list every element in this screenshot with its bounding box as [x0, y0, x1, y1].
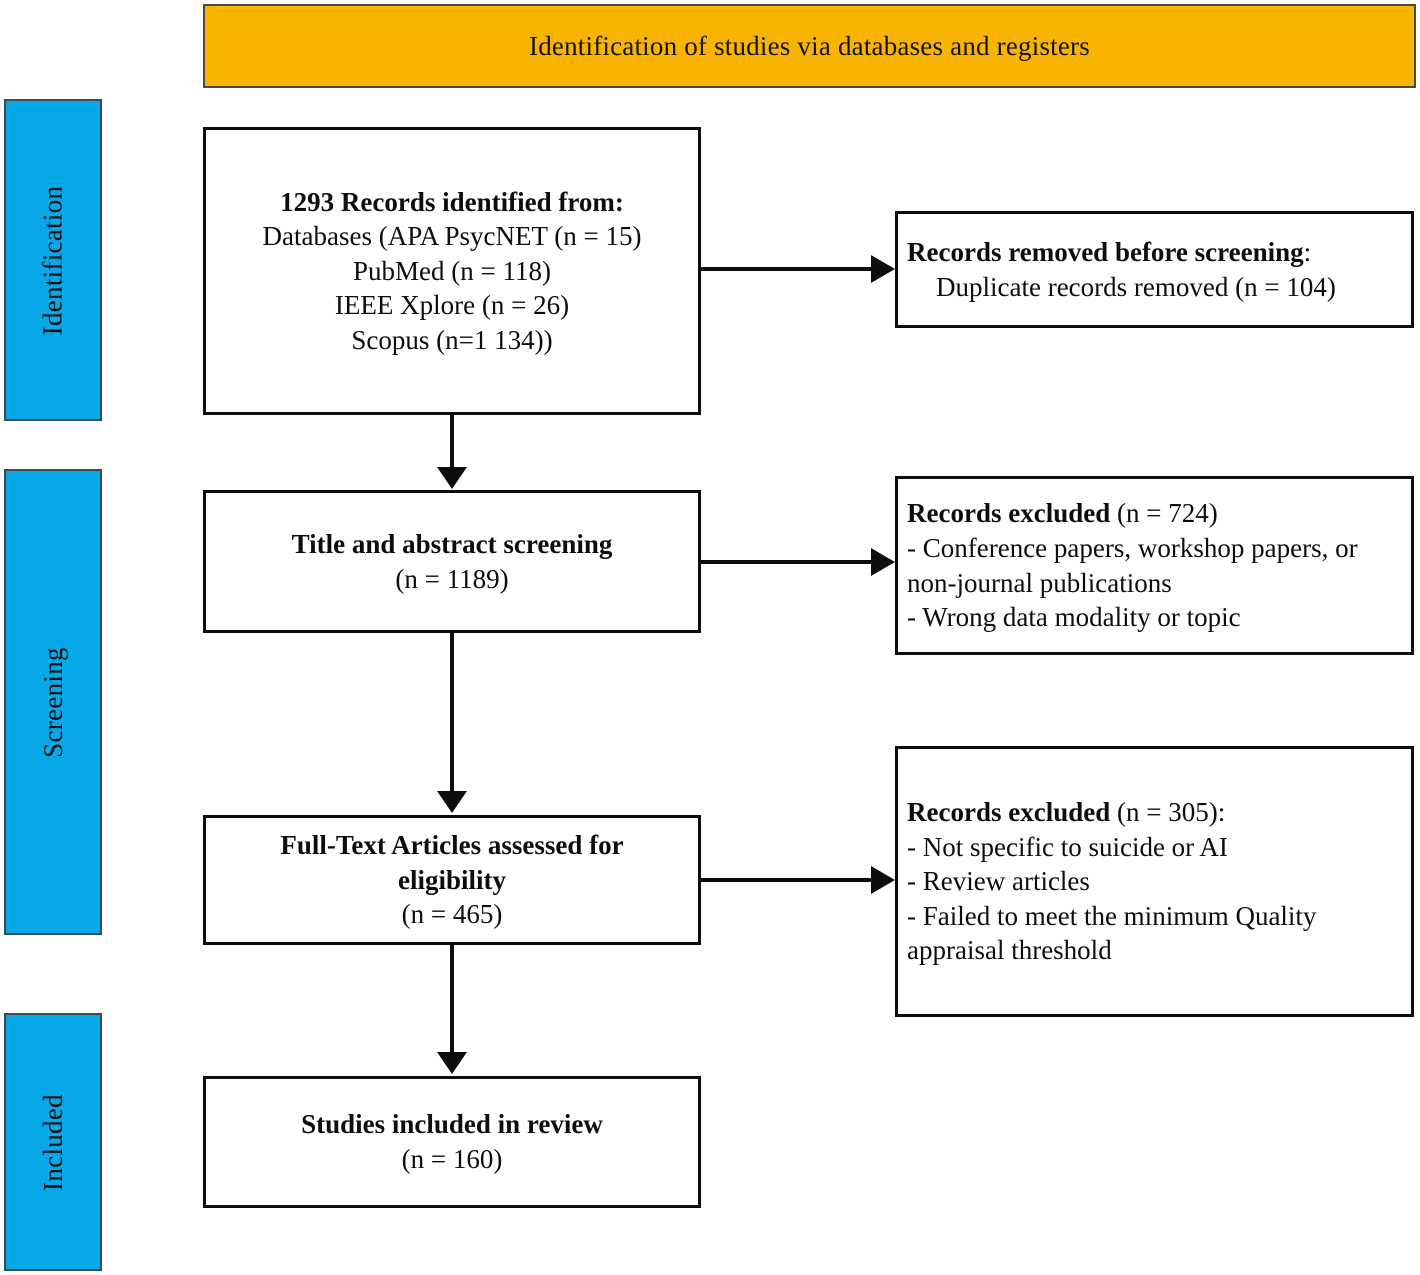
box-title-abstract-screening: Title and abstract screening (n = 1189) — [203, 490, 701, 633]
fulltext-eligibility-count: (n = 465) — [401, 899, 503, 930]
diagram-title-banner: Identification of studies via databases … — [203, 4, 1416, 88]
records-identified-source-1: Databases (APA PsycNET (n = 15) — [262, 221, 642, 252]
phase-bar-included: Included — [4, 1013, 102, 1271]
phase-label-identification: Identification — [37, 185, 68, 335]
phase-label-screening: Screening — [37, 646, 68, 758]
arrow-screening-to-fulltext-head-icon — [437, 791, 467, 813]
box-records-removed-before-screening: Records removed before screening: Duplic… — [895, 211, 1414, 328]
arrow-identified-to-removed-head-icon — [871, 255, 895, 283]
studies-included-heading: Studies included in review — [301, 1109, 603, 1140]
records-excluded-screening-heading: Records excluded — [907, 498, 1111, 529]
box-records-identified: 1293 Records identified from: Databases … — [203, 127, 701, 415]
phase-bar-screening: Screening — [4, 469, 102, 935]
box-records-excluded-eligibility: Records excluded (n = 305): - Not specif… — [895, 746, 1414, 1017]
records-excluded-eligibility-count: (n = 305): — [1110, 797, 1226, 828]
arrow-fulltext-to-included-stem — [450, 945, 454, 1054]
arrow-fulltext-to-excluded-stem — [701, 878, 873, 882]
records-identified-source-3: IEEE Xplore (n = 26) — [334, 290, 570, 321]
records-excluded-screening-heading-row: Records excluded (n = 724) — [898, 496, 1224, 531]
records-excluded-eligibility-heading: Records excluded — [907, 797, 1111, 828]
phase-bar-identification: Identification — [4, 99, 102, 421]
title-abstract-screening-heading: Title and abstract screening — [291, 528, 613, 559]
diagram-title: Identification of studies via databases … — [529, 30, 1090, 61]
arrow-fulltext-to-included-head-icon — [437, 1052, 467, 1074]
phase-label-included: Included — [37, 1093, 68, 1191]
records-excluded-eligibility-reason-1: - Not specific to suicide or AI — [907, 831, 1228, 862]
arrow-identified-to-removed-stem — [701, 267, 873, 271]
box-studies-included: Studies included in review (n = 160) — [203, 1076, 701, 1208]
arrow-screening-to-excluded-stem — [701, 560, 873, 564]
arrow-fulltext-to-excluded-head-icon — [871, 866, 895, 894]
arrow-screening-to-fulltext-stem — [450, 633, 454, 793]
fulltext-eligibility-heading-line1: Full-Text Articles assessed for — [280, 830, 624, 861]
title-abstract-screening-count: (n = 1189) — [395, 563, 509, 594]
arrow-identified-to-screening-stem — [450, 415, 454, 469]
box-fulltext-eligibility: Full-Text Articles assessed for eligibil… — [203, 815, 701, 945]
records-excluded-screening-reason-1: - Conference papers, workshop papers, or… — [907, 532, 1358, 598]
records-excluded-eligibility-reason-3: - Failed to meet the minimum Quality app… — [907, 900, 1317, 966]
records-removed-heading-suffix: : — [1303, 236, 1312, 267]
records-excluded-eligibility-heading-row: Records excluded (n = 305): — [898, 795, 1231, 830]
fulltext-eligibility-heading-line2: eligibility — [398, 864, 506, 895]
arrow-screening-to-excluded-head-icon — [871, 548, 895, 576]
records-identified-heading: 1293 Records identified from: — [280, 186, 624, 217]
records-identified-source-2: PubMed (n = 118) — [353, 255, 551, 286]
studies-included-count: (n = 160) — [401, 1144, 503, 1174]
records-excluded-screening-reason-2: - Wrong data modality or topic — [907, 602, 1241, 633]
records-excluded-eligibility-reason-2: - Review articles — [907, 866, 1090, 897]
records-removed-heading-row: Records removed before screening: — [898, 235, 1317, 270]
records-removed-heading: Records removed before screening — [907, 236, 1304, 267]
box-records-excluded-screening: Records excluded (n = 724) - Conference … — [895, 476, 1414, 655]
arrow-identified-to-screening-head-icon — [437, 467, 467, 489]
records-excluded-screening-count: (n = 724) — [1110, 498, 1218, 529]
records-identified-source-4: Scopus (n=1 134)) — [351, 324, 553, 355]
records-removed-detail-1: Duplicate records removed (n = 104) — [936, 271, 1336, 302]
